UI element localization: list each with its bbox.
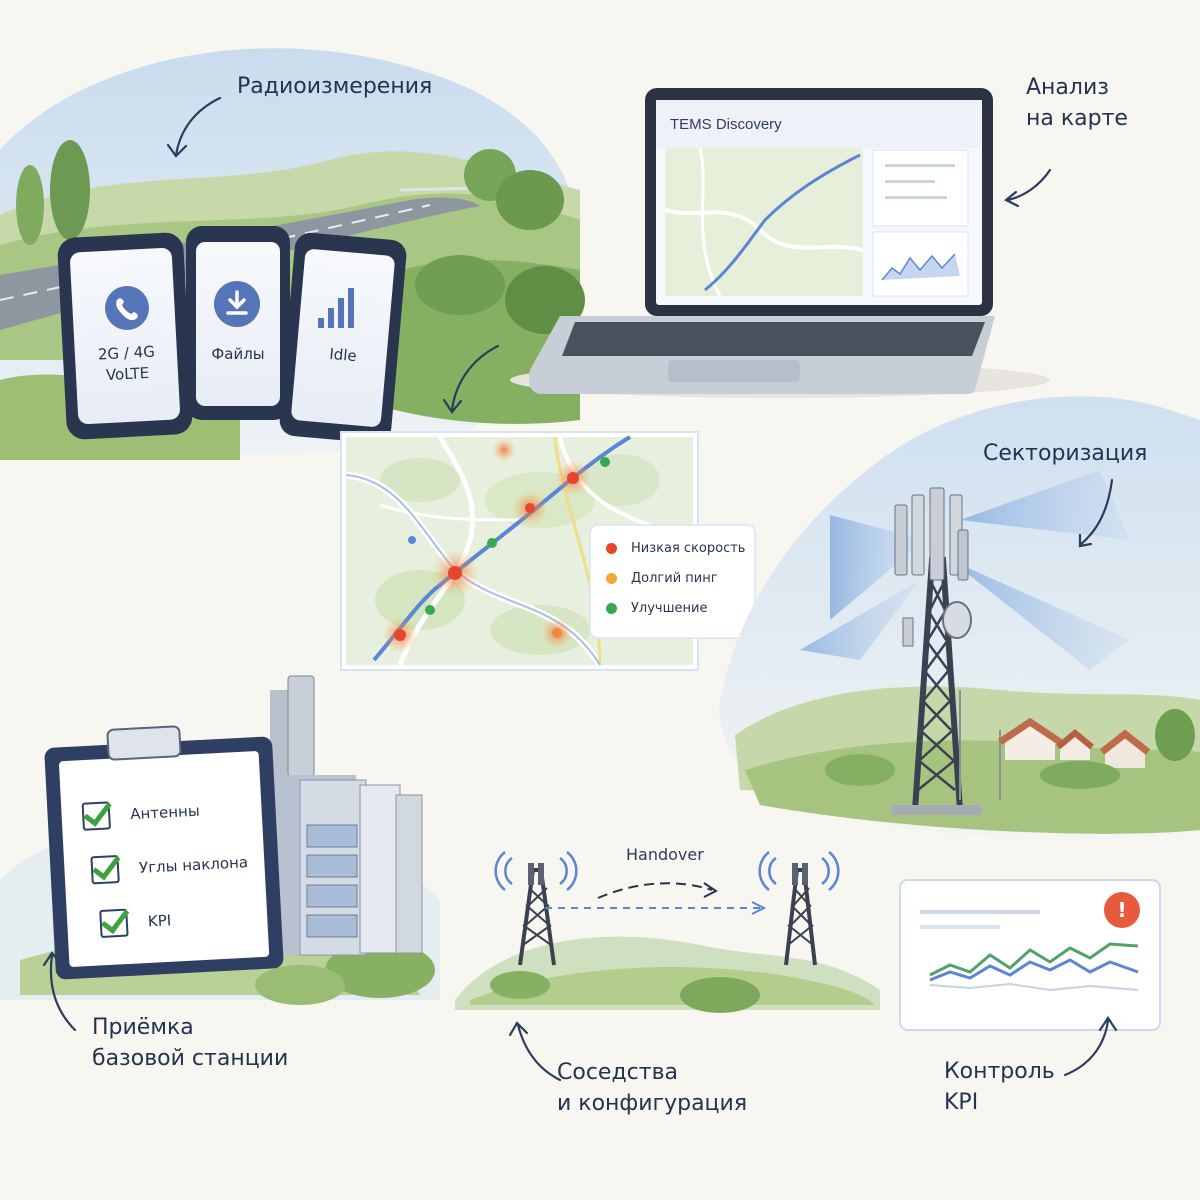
checkbox-icon xyxy=(99,903,130,938)
label-neighbors-config: Соседства и конфигурация xyxy=(557,1060,748,1116)
label-sectorization: Секторизация xyxy=(983,441,1148,466)
legend-item: Долгий пинг xyxy=(600,563,752,593)
legend-item: Улучшение xyxy=(600,593,752,623)
tower-scene xyxy=(719,396,1200,840)
label-bs-acceptance: Приёмка базовой станции xyxy=(92,1015,289,1071)
handover-scene xyxy=(455,851,880,1013)
flow-arrows xyxy=(42,96,1118,1082)
kpi-alert-symbol: ! xyxy=(1117,898,1127,922)
phone-3 xyxy=(279,232,407,444)
check-mark-icon xyxy=(92,849,121,881)
label-kpi-control: Контроль KPI xyxy=(944,1059,1055,1115)
handover-label: Handover xyxy=(626,845,704,864)
label-radio-measurements: Радиоизмерения xyxy=(237,74,433,99)
legend-dot xyxy=(606,542,617,554)
checklist-label: Углы наклона xyxy=(138,853,249,877)
legend-label: Низкая скорость xyxy=(631,540,746,556)
phone-call-icon xyxy=(105,286,149,330)
legend-label: Улучшение xyxy=(631,600,708,616)
checklist-item: Углы наклона xyxy=(90,834,267,897)
checkbox-icon xyxy=(90,849,121,885)
checklist-label: Антенны xyxy=(129,801,201,824)
check-mark-icon xyxy=(101,903,130,934)
checklist-item: KPI xyxy=(99,888,270,951)
label-map-analysis: Анализ на карте xyxy=(1026,75,1128,131)
legend-dot xyxy=(606,602,617,614)
checkbox-icon xyxy=(81,796,112,831)
map-legend-card xyxy=(589,524,756,639)
checklist-label: KPI xyxy=(147,911,172,931)
legend-item: Низкая скорость xyxy=(600,533,752,563)
check-mark-icon xyxy=(83,796,112,827)
phone-1-text: 2G / 4G VoLTE xyxy=(97,342,156,385)
laptop xyxy=(510,88,1050,398)
laptop-app-title: TEMS Discovery xyxy=(670,116,782,133)
phone-1 xyxy=(57,232,193,440)
legend-dot xyxy=(606,572,617,584)
phone-2 xyxy=(186,226,290,420)
signal-bars-icon xyxy=(318,288,354,328)
phone-2-text: Файлы xyxy=(211,345,265,363)
checklist-item: Антенны xyxy=(81,780,264,843)
legend-label: Долгий пинг xyxy=(631,570,718,586)
kpi-panel xyxy=(899,879,1161,1031)
alert-icon xyxy=(1104,892,1140,928)
